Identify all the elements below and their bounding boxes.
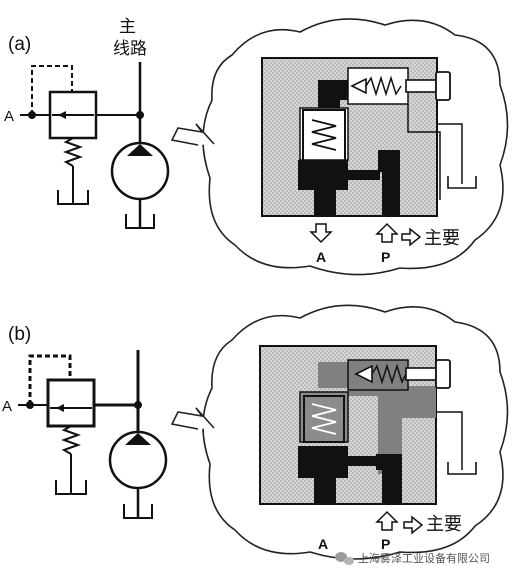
- wechat-icon: [335, 552, 354, 565]
- panel-b-tag: (b): [8, 324, 31, 345]
- panel-b-valve-section: [259, 345, 477, 505]
- panel-a-valve-section: [261, 57, 477, 217]
- panel-a-main-line-label-1: 主: [119, 17, 136, 37]
- panel-b-pump-arrow: [125, 433, 151, 445]
- panel-a-junction: [28, 111, 36, 119]
- panel-b-arrow-up-icon: [375, 510, 399, 531]
- panel-b-pilot-spring: [371, 363, 407, 385]
- panel-a-arrow-up-icon: [375, 222, 399, 243]
- panel-a-p-link: [346, 170, 380, 180]
- panel-a-arrow-down-icon: [309, 223, 333, 244]
- panel-b-spool-land: [298, 446, 348, 478]
- panel-a-adjust-screw: [405, 79, 437, 93]
- panel-a-main-line-label-2: 线路: [113, 39, 147, 59]
- panel-a-bottom-port-a: A: [316, 249, 326, 265]
- panel-a-main-junction: [136, 111, 144, 119]
- panel-a-spool-land: [298, 160, 348, 190]
- panel-a-poppet-channel: [318, 80, 355, 108]
- panel-a-arrow-right-icon: [401, 227, 422, 247]
- panel-a: (a) A 主 线路: [4, 17, 509, 276]
- panel-a-spool-spring: [311, 119, 337, 151]
- panel-b: (b) A: [2, 304, 509, 560]
- panel-b-main-junction: [134, 401, 142, 409]
- panel-b-junction: [26, 401, 34, 409]
- panel-a-pilot-line: [31, 65, 73, 115]
- panel-b-main-label: 主要: [426, 514, 462, 535]
- panel-a-adjust-knob: [435, 71, 451, 101]
- panel-a-pump-arrow: [127, 144, 153, 156]
- panel-a-main-label: 主要: [424, 228, 460, 249]
- panel-b-valve-body: [46, 378, 96, 428]
- panel-b-pilot-line: [28, 354, 72, 405]
- panel-a-spring: [63, 137, 83, 167]
- panel-b-port-a-label: A: [2, 398, 12, 415]
- watermark-text: 上海雾泽工业设备有限公司: [358, 551, 490, 565]
- panel-a-tank-2: [125, 214, 155, 229]
- panel-b-schematic: [18, 350, 168, 519]
- panel-a-bottom-port-p: P: [381, 249, 390, 265]
- panel-b-spool-cup: [303, 395, 345, 443]
- panel-b-valve-arrow: [56, 404, 64, 412]
- panel-a-outlet-a: [314, 190, 336, 216]
- panel-b-spool-spring: [311, 403, 337, 435]
- panel-b-tank-1: [55, 480, 87, 495]
- watermark: 上海雾泽工业设备有限公司: [335, 551, 490, 565]
- panel-b-p-link: [346, 456, 378, 466]
- panel-b-arrow-right-icon: [403, 515, 424, 535]
- panel-b-cloud-tail: [170, 407, 215, 430]
- panel-a-tank-1: [57, 190, 89, 205]
- panel-b-bottom-port-a: A: [318, 536, 328, 552]
- panel-b-bottom-port-p: P: [381, 536, 390, 552]
- panel-b-adjust-knob: [435, 359, 451, 389]
- panel-a-spring-chamber: [299, 107, 349, 161]
- panel-a-drain-outlet: [438, 123, 463, 184]
- panel-b-tank-2: [123, 504, 153, 519]
- panel-a-schematic: [20, 62, 170, 229]
- panel-a-cloud-tail: [170, 123, 215, 146]
- panel-a-tag: (a): [8, 34, 31, 55]
- panel-b-adjust-screw: [405, 367, 437, 381]
- panel-a-valve-arrow: [58, 111, 66, 119]
- panel-a-port-a-label: A: [4, 108, 14, 125]
- panel-b-inlet-p: [376, 454, 402, 504]
- panel-a-drain-passage: [407, 104, 441, 200]
- panel-b-drain-outlet: [436, 411, 463, 470]
- panel-b-spring-chamber: [299, 391, 349, 443]
- panel-a-drain-tank: [447, 176, 477, 189]
- panel-b-drain-tank: [447, 462, 477, 475]
- panel-a-inlet-p: [378, 150, 400, 216]
- panel-b-outlet-a: [314, 478, 336, 504]
- panel-b-spring: [61, 425, 81, 455]
- panel-a-pilot-spring: [365, 75, 402, 97]
